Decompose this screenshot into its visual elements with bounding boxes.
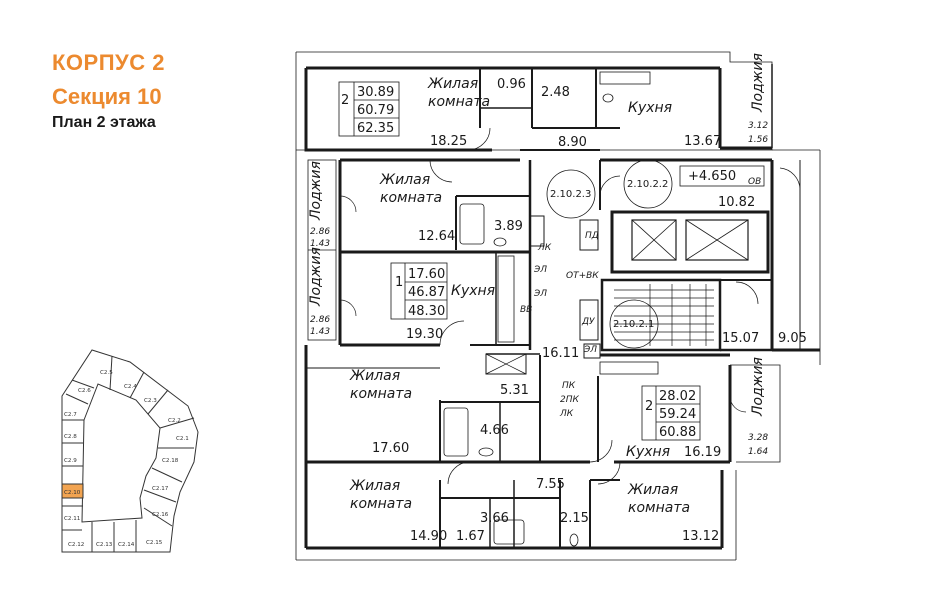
section-title: Секция 10 bbox=[52, 84, 162, 109]
site-plan-map: С2.1 С2.2 С2.3 С2.4 С2.5 С2.6 С2.7 С2.8 … bbox=[61, 349, 199, 553]
shaft-label: ЭЛ bbox=[583, 345, 597, 355]
shaft-label: ВВ bbox=[520, 305, 532, 315]
room-area: 0.96 bbox=[497, 77, 526, 92]
site-section-label: С2.3 bbox=[144, 398, 157, 404]
room-area: 16.19 bbox=[684, 445, 721, 460]
room-area: 19.30 bbox=[406, 327, 443, 342]
apartment-living-area: 17.60 bbox=[408, 267, 445, 282]
room-area: 9.05 bbox=[778, 331, 807, 346]
loggia-area-reduced: 1.56 bbox=[748, 135, 768, 145]
apartment-id: 2.10.2.2 bbox=[627, 179, 668, 190]
site-section-label: С2.5 bbox=[100, 370, 113, 376]
room-area: 14.90 bbox=[410, 529, 447, 544]
loggia-area: 2.86 bbox=[310, 227, 330, 237]
site-section-label: С2.15 bbox=[146, 540, 163, 546]
room-area: 13.12 bbox=[682, 529, 719, 544]
shaft-label: ПК bbox=[562, 381, 576, 391]
apartment-total-area: 60.79 bbox=[357, 103, 394, 118]
loggia-label: Лоджия bbox=[308, 247, 324, 307]
room-area: 17.60 bbox=[372, 441, 409, 456]
loggia-label: Лоджия bbox=[750, 53, 766, 113]
room-area: 5.31 bbox=[500, 383, 529, 398]
shaft-label: ОТ+ВК bbox=[566, 271, 599, 281]
shaft-label: ДУ bbox=[581, 317, 595, 327]
apartment-total-with-loggia: 60.88 bbox=[659, 425, 696, 440]
loggia-area-reduced: 1.43 bbox=[310, 239, 330, 249]
highlighted-section bbox=[61, 483, 84, 499]
site-section-label: С2.11 bbox=[64, 516, 81, 522]
shaft-label: ПД bbox=[585, 231, 599, 241]
room-area: 1.67 bbox=[456, 529, 485, 544]
room-area: 4.66 bbox=[480, 423, 509, 438]
loggia-label: Лоджия bbox=[750, 357, 766, 417]
shaft-label: ЭЛ bbox=[533, 289, 547, 299]
site-section-label: С2.1 bbox=[176, 436, 189, 442]
shaft-label: 2ПК bbox=[560, 395, 579, 405]
site-section-label: С2.8 bbox=[64, 434, 77, 440]
room-area: 3.66 bbox=[480, 511, 509, 526]
building-title: КОРПУС 2 bbox=[52, 50, 165, 75]
shaft-label: ЭЛ bbox=[533, 265, 547, 275]
room-area: 8.90 bbox=[558, 135, 587, 150]
site-section-label: С2.10 bbox=[64, 490, 81, 496]
site-section-label: С2.7 bbox=[64, 412, 77, 418]
room-area: 13.67 bbox=[684, 134, 721, 149]
room-area: 7.55 bbox=[536, 477, 565, 492]
room-area: 16.11 bbox=[542, 346, 579, 361]
room-area: 3.89 bbox=[494, 219, 523, 234]
apartment-rooms: 2 bbox=[645, 399, 653, 414]
room-area: 12.64 bbox=[418, 229, 455, 244]
apartment-living-area: 28.02 bbox=[659, 389, 696, 404]
apartment-id: 2.10.2.3 bbox=[550, 189, 591, 200]
site-section-label: С2.17 bbox=[152, 486, 169, 492]
shaft-label: ЛК bbox=[537, 243, 552, 253]
site-section-label: С2.16 bbox=[152, 512, 169, 518]
site-section-label: С2.18 bbox=[162, 458, 179, 464]
loggia-area: 2.86 bbox=[310, 315, 330, 325]
loggia-area: 3.28 bbox=[748, 433, 768, 443]
site-section-label: С2.4 bbox=[124, 384, 137, 390]
room-label: Кухня bbox=[451, 283, 495, 299]
site-section-label: С2.9 bbox=[64, 458, 77, 464]
apartment-rooms: 1 bbox=[395, 275, 403, 290]
apartment-living-area: 30.89 bbox=[357, 85, 394, 100]
apartment-total-with-loggia: 48.30 bbox=[408, 304, 445, 319]
apartment-total-area: 46.87 bbox=[408, 285, 445, 300]
room-label: Кухня bbox=[628, 100, 672, 116]
loggia-label: Лоджия bbox=[308, 161, 324, 221]
level-mark: +4.650 bbox=[688, 169, 736, 184]
apartment-rooms: 2 bbox=[341, 93, 349, 108]
apartment-total-area: 59.24 bbox=[659, 407, 696, 422]
loggia-area-reduced: 1.43 bbox=[310, 327, 330, 337]
room-label: Кухня bbox=[626, 444, 670, 460]
loggia-area-reduced: 1.64 bbox=[748, 447, 768, 457]
room-area: 15.07 bbox=[722, 331, 759, 346]
shaft-label: ОВ bbox=[748, 177, 761, 187]
site-section-label: С2.14 bbox=[118, 542, 135, 548]
site-section-label: С2.12 bbox=[68, 542, 84, 548]
floor-plan-title: План 2 этажа bbox=[52, 114, 156, 131]
room-area: 18.25 bbox=[430, 134, 467, 149]
room-area: 2.15 bbox=[560, 511, 589, 526]
apartment-id: 2.10.2.1 bbox=[613, 319, 654, 330]
room-area: 2.48 bbox=[541, 85, 570, 100]
apartment-total-with-loggia: 62.35 bbox=[357, 121, 394, 136]
shaft-label: ЛК bbox=[559, 409, 574, 419]
loggia-area: 3.12 bbox=[748, 121, 768, 131]
site-section-label: С2.6 bbox=[78, 388, 91, 394]
site-section-label: С2.2 bbox=[168, 418, 181, 424]
room-area: 10.82 bbox=[718, 195, 755, 210]
site-section-label: С2.13 bbox=[96, 542, 113, 548]
